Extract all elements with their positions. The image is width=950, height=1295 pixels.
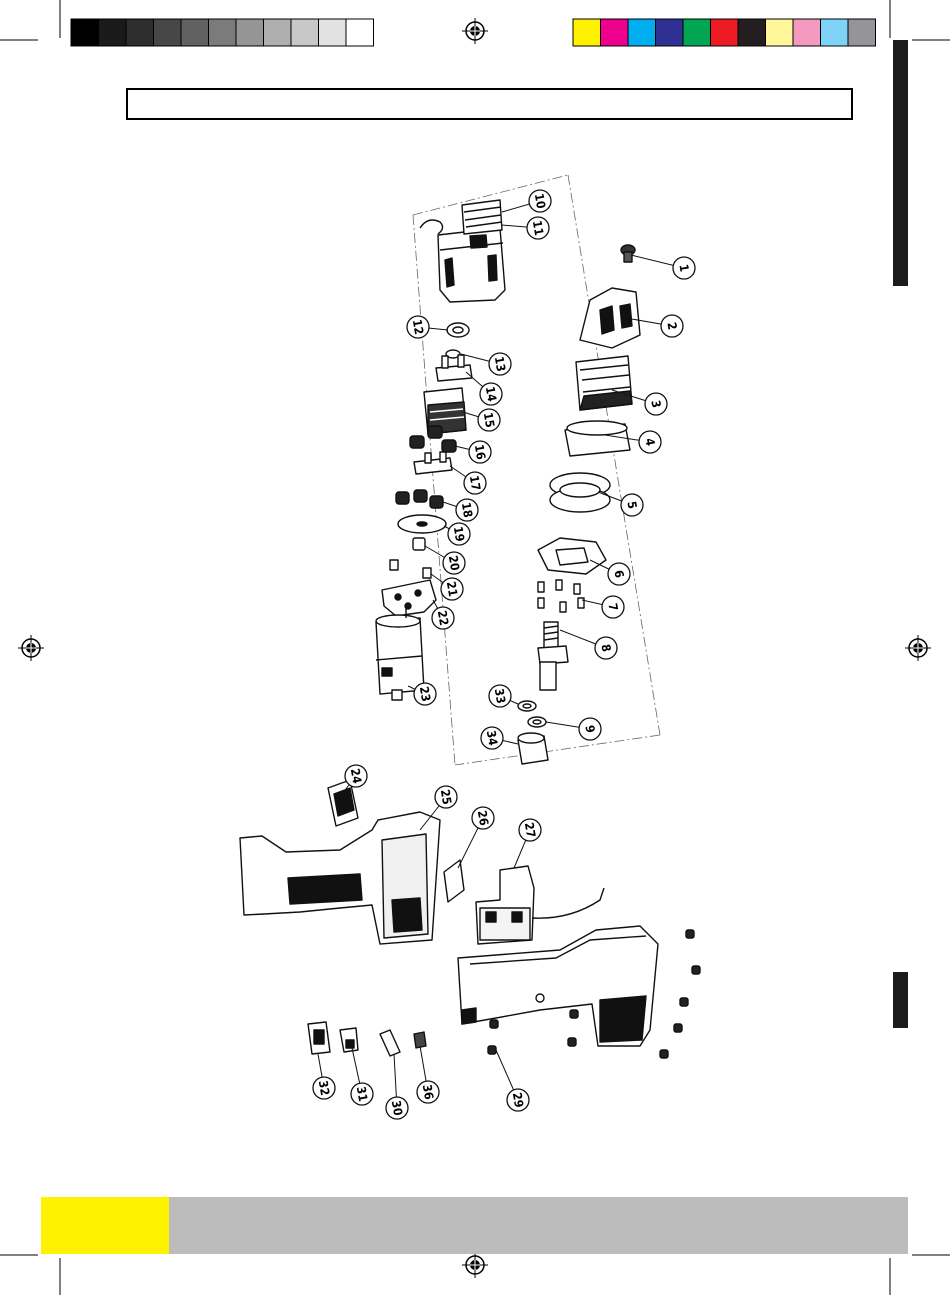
registration-mark-top [462,18,488,44]
color-swatch-11 [848,19,876,46]
part-chuck-sleeve-2 [580,288,640,348]
callout-label-17: 17 [467,474,483,491]
callout-label-34: 34 [484,729,500,747]
callout-label-11: 11 [530,219,546,236]
color-calibration-bar [573,19,876,46]
grayscale-calibration-bar [71,19,374,46]
grayscale-swatch-6 [209,19,237,46]
footer-accent [41,1197,169,1254]
grayscale-swatch-2 [99,19,127,46]
registration-mark-bottom [462,1252,488,1278]
part-planet-carrier-17 [414,452,452,474]
grayscale-swatch-4 [154,19,182,46]
color-swatch-5 [683,19,711,46]
callout-label-33: 33 [492,687,508,704]
callout-label-14: 14 [483,385,499,403]
part-switch-27 [476,866,604,944]
callout-label-19: 19 [451,525,467,542]
part-housing-left-25 [240,812,440,944]
grayscale-swatch-3 [126,19,154,46]
part-housing-right [458,926,658,1046]
callout-label-20: 20 [446,554,462,571]
part-washer-33 [518,701,536,711]
header-title-box [127,89,852,119]
grayscale-swatch-10 [319,19,347,46]
part-32 [308,1022,330,1054]
footer-band [169,1197,908,1254]
grayscale-swatch-7 [236,19,264,46]
callout-label-16: 16 [472,443,488,460]
callout-label-21: 21 [444,580,460,597]
part-36 [414,1032,426,1048]
part-planet-gears-18 [396,490,443,508]
grayscale-swatch-9 [291,19,319,46]
part-clutch-ring-5 [550,473,610,512]
callout-label-24: 24 [348,767,364,785]
callout-label-25: 25 [438,788,454,805]
part-chuck-collar-3 [576,356,632,410]
part-disc-19 [398,515,446,533]
callout-label-31: 31 [354,1085,370,1102]
callout-label-12: 12 [410,318,426,335]
color-swatch-2 [601,19,629,46]
grayscale-swatch-8 [264,19,292,46]
registration-mark-left [18,635,44,661]
part-screw-21a [390,560,398,570]
callout-label-10: 10 [532,192,548,209]
part-screw-21b [423,568,431,578]
color-swatch-7 [738,19,766,46]
part-spindle-8 [538,622,568,690]
part-planet-carrier-14 [436,355,472,381]
grayscale-swatch-11 [346,19,374,46]
color-swatch-3 [628,19,656,46]
part-ring-4 [565,421,630,456]
callout-label-15: 15 [481,411,497,428]
callout-label-22: 22 [435,609,451,626]
callout-label-18: 18 [459,501,475,518]
part-pinion-20 [413,538,425,550]
callout-label-13: 13 [492,355,508,372]
part-bearing-34 [518,733,548,764]
color-swatch-4 [656,19,684,46]
side-tab-top [893,40,908,286]
callout-label-36: 36 [420,1083,436,1100]
part-plate-6 [538,538,606,574]
color-swatch-1 [573,19,601,46]
part-30 [380,1030,400,1056]
color-swatch-6 [711,19,739,46]
part-washer-9 [528,717,546,727]
part-screw-1 [621,245,635,262]
callout-label-32: 32 [316,1079,332,1096]
side-tab-lower [893,972,908,1028]
grayscale-swatch-5 [181,19,209,46]
color-swatch-10 [821,19,849,46]
part-gearbox-housing [420,200,505,302]
grayscale-swatch-1 [71,19,99,46]
callout-label-29: 29 [510,1091,526,1108]
part-pins-7 [538,580,584,612]
part-direction-button-26 [444,860,464,902]
color-swatch-8 [766,19,794,46]
part-motor-plate-22 [382,580,436,616]
part-31 [340,1028,358,1052]
callout-label-26: 26 [475,809,491,826]
callout-label-23: 23 [417,685,433,702]
callout-label-27: 27 [522,821,538,838]
registration-mark-right [905,635,931,661]
color-swatch-9 [793,19,821,46]
callout-label-30: 30 [389,1099,405,1116]
